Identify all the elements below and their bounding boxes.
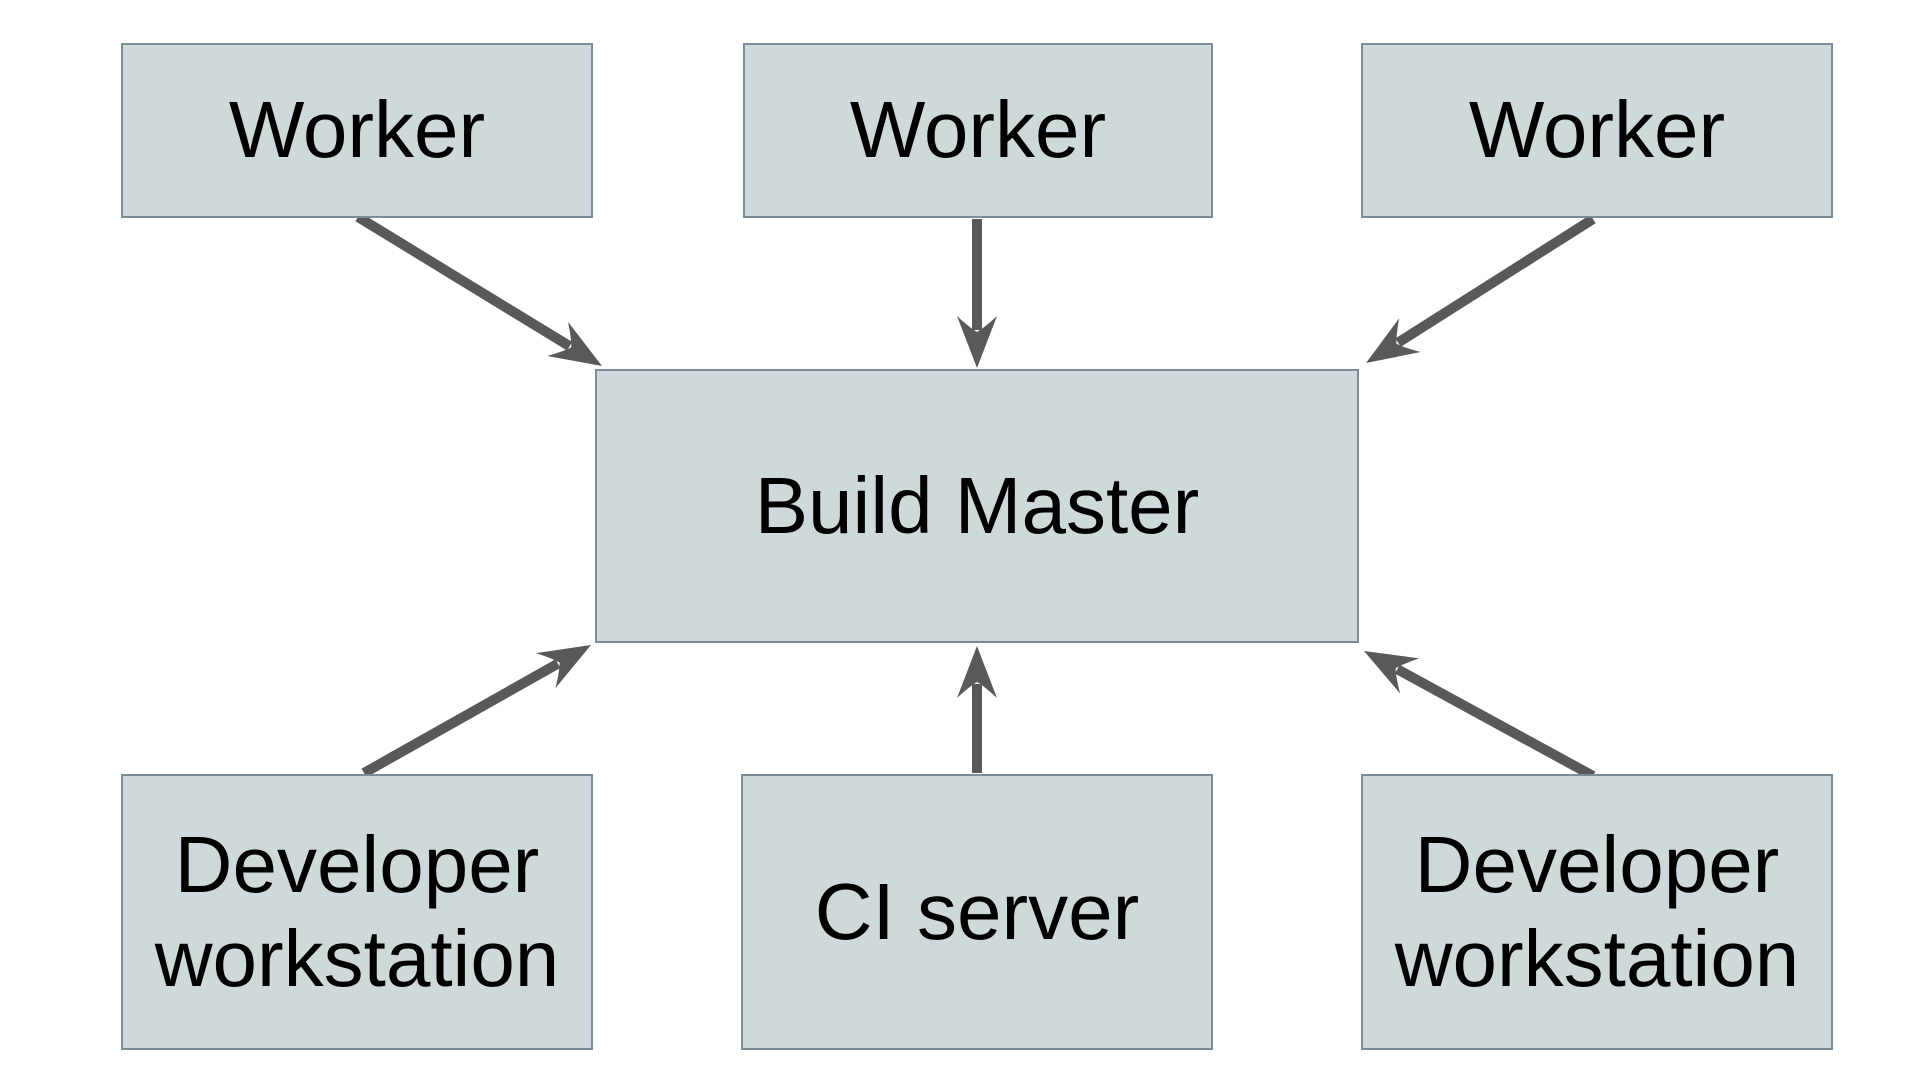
node-label: Worker [228,85,486,175]
node-label: Build Master [754,460,1200,550]
arrow-developer-workstation-right-to-build-master [1364,651,1596,781]
node-label: Developer workstation [154,819,560,1003]
arrow-worker-3-to-build-master [1366,214,1596,363]
node-developer-workstation-left: Developer workstation [121,774,593,1050]
node-worker-2: Worker [743,43,1213,218]
arrow-ci-server-to-build-master [957,646,997,773]
arrowhead-icon [1364,651,1420,694]
arrow-worker-2-to-build-master [957,219,997,368]
arrow-developer-workstation-left-to-build-master [361,645,591,778]
arrowhead-icon [1366,318,1421,363]
node-label: CI server [814,866,1140,956]
arrowhead-icon [535,645,591,688]
node-developer-workstation-right: Developer workstation [1361,774,1833,1050]
node-label: Developer workstation [1394,819,1800,1003]
arrowhead-icon [957,316,997,368]
arrow-worker-1-to-build-master [355,212,602,366]
node-ci-server: CI server [741,774,1213,1050]
node-label: Worker [1468,85,1726,175]
arrowhead-icon [957,646,997,698]
node-build-master: Build Master [595,369,1359,643]
node-label: Worker [849,85,1107,175]
node-worker-1: Worker [121,43,593,218]
node-worker-3: Worker [1361,43,1833,218]
